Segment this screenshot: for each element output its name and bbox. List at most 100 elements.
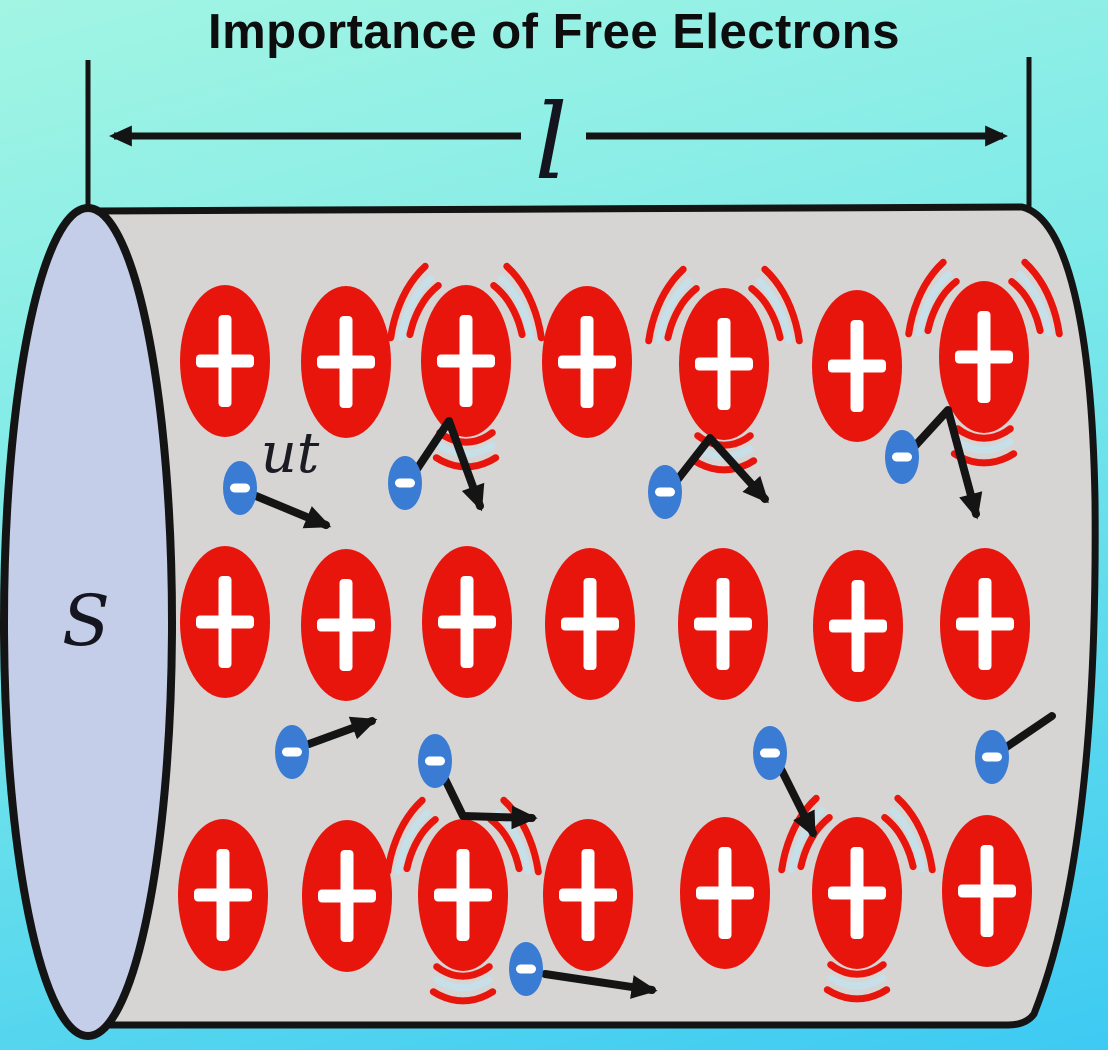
positive-ion bbox=[542, 286, 632, 438]
plus-icon bbox=[317, 355, 375, 369]
vibration-arc-icon bbox=[827, 961, 887, 978]
vibration-arc-icon bbox=[756, 278, 793, 344]
plus-icon bbox=[317, 618, 375, 632]
vibration-arc-icon bbox=[433, 963, 493, 980]
vibration-arc-icon bbox=[490, 282, 526, 339]
minus-icon bbox=[282, 747, 302, 757]
vibration-arc-icon bbox=[894, 794, 936, 874]
vibration-arc-icon bbox=[487, 816, 523, 873]
minus-icon bbox=[760, 748, 780, 758]
positive-ion bbox=[679, 288, 769, 440]
positive-ion bbox=[812, 290, 902, 442]
plus-icon bbox=[558, 355, 616, 369]
plus-icon bbox=[828, 886, 886, 900]
vibration-arc-icon bbox=[823, 986, 891, 1003]
plus-icon bbox=[318, 889, 376, 903]
electron-path-arrow-icon bbox=[541, 970, 658, 999]
cross-section-label: S bbox=[62, 580, 110, 662]
vibration-arc-icon bbox=[664, 285, 700, 342]
positive-ion bbox=[302, 820, 392, 972]
electron-path-arrow-icon bbox=[440, 773, 538, 830]
positive-ion bbox=[813, 550, 903, 702]
free-electron bbox=[648, 465, 682, 519]
positive-ion bbox=[940, 548, 1030, 700]
plus-icon bbox=[696, 886, 754, 900]
vibration-arc-icon bbox=[1016, 271, 1053, 337]
electron-path-arrow-icon bbox=[305, 716, 378, 748]
minus-icon bbox=[655, 487, 675, 497]
vibration-arc-icon bbox=[924, 278, 960, 335]
positive-ion bbox=[939, 281, 1029, 433]
length-measurement: l bbox=[85, 57, 1032, 208]
vibration-arc-icon bbox=[748, 285, 784, 342]
positive-ion bbox=[422, 546, 512, 698]
vibration-arc-icon bbox=[1008, 278, 1044, 335]
positive-ion bbox=[301, 286, 391, 438]
drift-distance-label: ut bbox=[261, 421, 320, 486]
electron-arrows-layer bbox=[252, 406, 1056, 999]
vibration-arc-icon bbox=[429, 988, 497, 1005]
plus-icon bbox=[434, 888, 492, 902]
vibration-arc-icon bbox=[406, 282, 442, 339]
vibration-arc-icon bbox=[954, 425, 1014, 442]
plus-icon bbox=[694, 617, 752, 631]
plus-icon bbox=[955, 350, 1013, 364]
vibration-arc-icon bbox=[655, 278, 692, 344]
vibration-arc-icon bbox=[397, 275, 434, 341]
vibration-arc-icon bbox=[403, 816, 439, 873]
vibration-arc-icon bbox=[905, 258, 947, 338]
plus-icon bbox=[437, 354, 495, 368]
minus-icon bbox=[230, 483, 250, 493]
plus-icon bbox=[196, 354, 254, 368]
positive-ion bbox=[178, 819, 268, 971]
plus-icon bbox=[194, 888, 252, 902]
vibration-arc-icon bbox=[436, 442, 496, 458]
plus-icon bbox=[828, 359, 886, 373]
positive-ion bbox=[680, 817, 770, 969]
vibration-arc-icon bbox=[761, 265, 803, 345]
free-electron bbox=[975, 730, 1009, 784]
electron-path-arrow-icon bbox=[252, 492, 332, 529]
vibration-arc-icon bbox=[690, 457, 758, 474]
plus-icon bbox=[561, 617, 619, 631]
minus-icon bbox=[425, 756, 445, 766]
free-electron bbox=[223, 461, 257, 515]
electron-path-arrow-icon bbox=[1001, 712, 1056, 752]
vibration-arc-icon bbox=[889, 807, 926, 873]
diagram-title: Importance of Free Electrons bbox=[208, 5, 900, 59]
vibration-arc-icon bbox=[498, 275, 535, 341]
free-electron bbox=[275, 725, 309, 779]
ions-layer bbox=[178, 281, 1032, 972]
cross-section-face bbox=[0, 204, 176, 1040]
plus-icon bbox=[958, 884, 1016, 898]
minus-icon bbox=[516, 964, 536, 974]
vibration-arc-icon bbox=[433, 976, 493, 992]
electron-path-arrow-icon bbox=[777, 765, 817, 839]
positive-ion bbox=[545, 548, 635, 700]
vibration-arc-icon bbox=[954, 438, 1014, 454]
electron-path-arrow-icon bbox=[413, 417, 485, 512]
length-label: l bbox=[534, 81, 567, 203]
vibration-arc-icon bbox=[915, 271, 952, 337]
plus-icon bbox=[196, 615, 254, 629]
electron-path-arrow-icon bbox=[911, 406, 983, 520]
plus-icon bbox=[438, 615, 496, 629]
plus-icon bbox=[559, 888, 617, 902]
vibration-arc-icon bbox=[827, 974, 887, 990]
electrons-layer bbox=[223, 430, 1009, 996]
plus-icon bbox=[829, 619, 887, 633]
free-electron bbox=[885, 430, 919, 484]
free-electron bbox=[753, 726, 787, 780]
positive-ion bbox=[942, 815, 1032, 967]
minus-icon bbox=[982, 752, 1002, 762]
positive-ion bbox=[678, 548, 768, 700]
plus-icon bbox=[695, 357, 753, 371]
vibration-arc-icon bbox=[503, 262, 545, 342]
vibration-arc-icon bbox=[384, 796, 426, 876]
vibration-arc-icon bbox=[1021, 258, 1063, 338]
positive-ion bbox=[180, 546, 270, 698]
vibration-arc-icon bbox=[645, 265, 687, 345]
vibration-arc-icon bbox=[394, 809, 431, 875]
